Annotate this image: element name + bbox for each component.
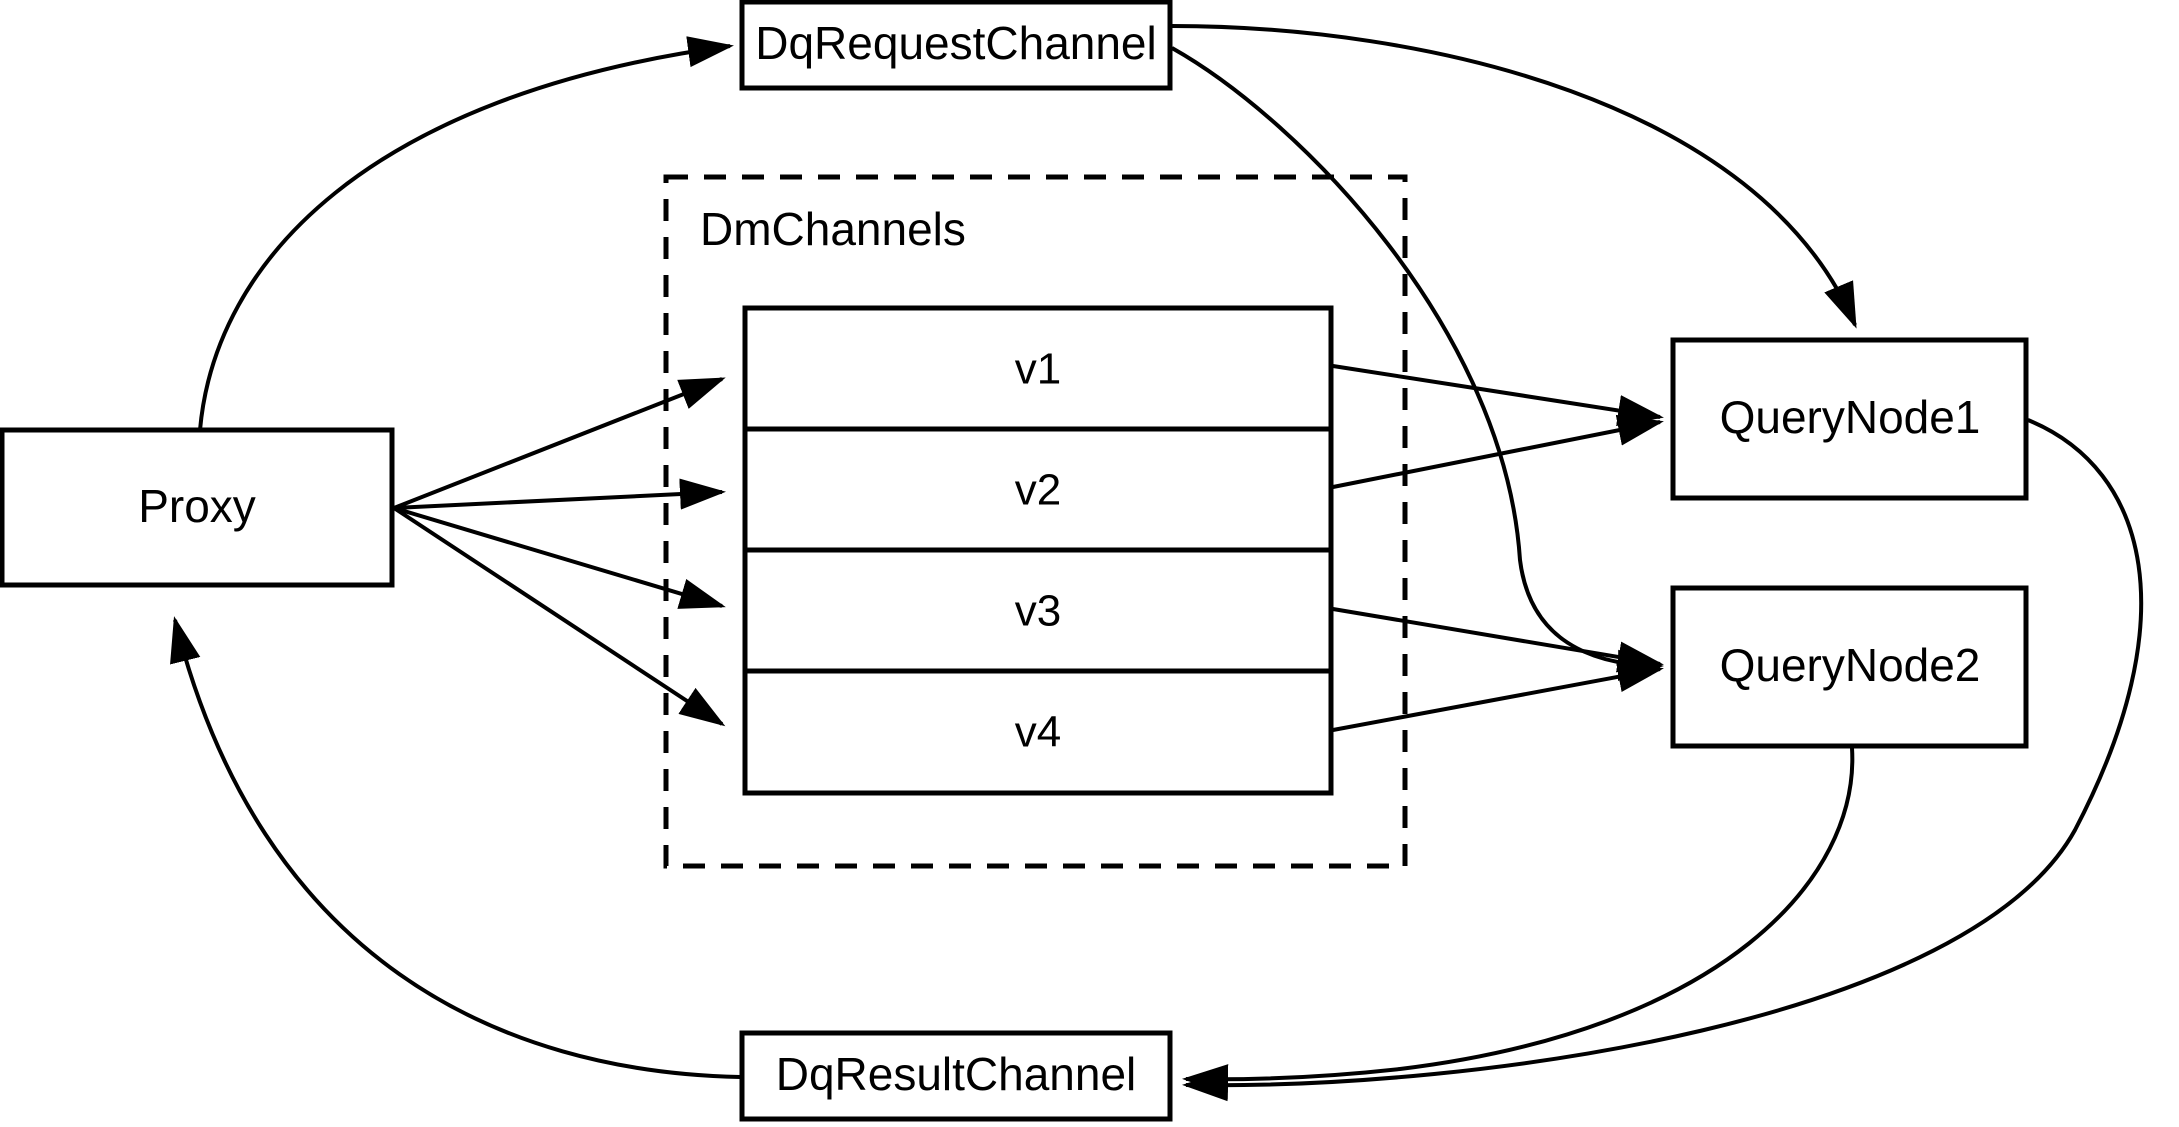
node-dq-result-channel[interactable]: DqResultChannel	[739, 1030, 1173, 1122]
edge-proxy-to-v4	[392, 506, 726, 727]
node-proxy-box[interactable]	[0, 427, 395, 588]
node-query-node-2-box[interactable]	[1670, 585, 2029, 749]
node-query-node-1[interactable]: QueryNode1	[1670, 337, 2029, 501]
node-dq-result-channel-label: DqResultChannel	[776, 1048, 1137, 1100]
channel-row-v2-label[interactable]: v2	[1015, 466, 1061, 515]
node-dq-request-channel[interactable]: DqRequestChannel	[739, 0, 1173, 91]
edge-query-node-2-to-dq-result-channel	[1182, 747, 1855, 1096]
dm-channels-group-border	[663, 174, 1408, 869]
edge-proxy-to-v3	[393, 506, 726, 609]
node-proxy-label: Proxy	[138, 480, 256, 532]
channel-row-v4-label[interactable]: v4	[1015, 708, 1061, 757]
dm-channels-group: DmChannels	[663, 174, 1408, 869]
node-dq-request-channel-label: DqRequestChannel	[755, 17, 1157, 69]
channel-stack: v1 v2 v3 v4	[742, 305, 1334, 796]
node-query-node-2[interactable]: QueryNode2	[1670, 585, 2029, 749]
edge-proxy-to-dq-request-channel	[198, 36, 734, 431]
edge-proxy-to-v2	[393, 478, 726, 510]
node-dq-request-channel-box[interactable]	[739, 0, 1173, 91]
channel-row-v1-label[interactable]: v1	[1015, 345, 1061, 394]
edge-dq-request-channel-to-query-node-2	[1171, 46, 1664, 681]
node-dq-result-channel-box[interactable]	[739, 1030, 1173, 1122]
node-query-node-1-label: QueryNode1	[1720, 391, 1981, 443]
edge-dq-result-channel-to-proxy	[170, 616, 741, 1079]
node-query-node-2-label: QueryNode2	[1720, 639, 1981, 691]
edge-v1-to-query-node-1	[1332, 364, 1664, 426]
node-proxy[interactable]: Proxy	[0, 427, 395, 588]
edge-v4-to-query-node-2	[1332, 661, 1664, 732]
edge-v3-to-query-node-2	[1332, 607, 1664, 673]
edge-proxy-to-v1	[393, 377, 726, 510]
dm-channels-group-label: DmChannels	[700, 203, 966, 255]
node-query-node-1-box[interactable]	[1670, 337, 2029, 501]
edge-dq-request-channel-to-query-node-1	[1171, 24, 1857, 329]
edge-query-node-1-to-dq-result-channel	[1182, 418, 2144, 1102]
channel-row-v3-label[interactable]: v3	[1015, 587, 1061, 636]
edge-v2-to-query-node-1	[1332, 414, 1664, 489]
